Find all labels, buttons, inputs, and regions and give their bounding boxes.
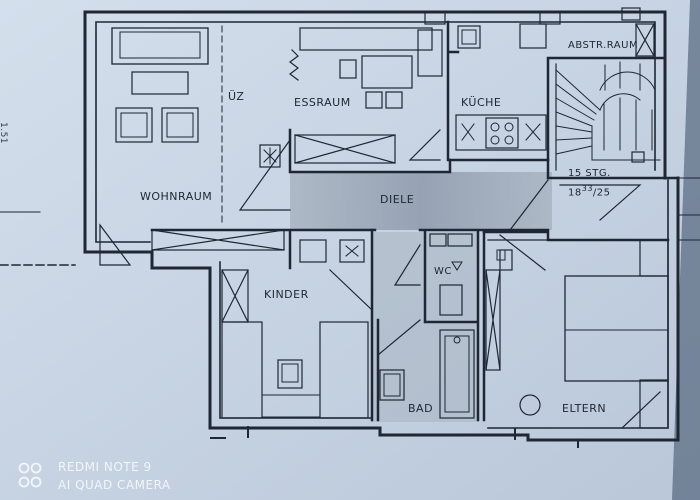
stair-wall xyxy=(546,56,680,180)
wc-toilet xyxy=(439,284,463,316)
stairs-dimension: 1833/25 xyxy=(568,184,611,198)
sofa-inner xyxy=(119,31,201,59)
door-swing-bad xyxy=(377,319,421,356)
kitchen-sink xyxy=(457,25,481,49)
sofa xyxy=(111,27,209,65)
stairs-count: 15 STG. xyxy=(568,168,611,179)
armchair-left-inner xyxy=(120,112,148,138)
watermark-camera: AI QUAD CAMERA xyxy=(58,478,171,492)
plant-wohnraum-mark xyxy=(263,147,277,165)
bad-tub-inner xyxy=(444,335,470,413)
kinder-bed xyxy=(319,321,369,419)
window-dining xyxy=(294,134,396,164)
kinder-plant xyxy=(345,245,359,257)
dining-curtain xyxy=(289,49,299,81)
eltern-bed xyxy=(564,275,669,382)
stove-burner-2 xyxy=(504,122,514,132)
dining-chair-1 xyxy=(339,59,357,79)
wc-triangle-mark xyxy=(451,261,463,271)
kitchen-mark-right xyxy=(525,123,541,141)
coffee-table xyxy=(131,71,189,95)
dining-table xyxy=(361,55,413,89)
diele-step-mark xyxy=(496,249,506,261)
bad-washstand xyxy=(379,369,405,401)
stairs-dimension-base: 18 xyxy=(568,187,582,199)
door-swing-wc xyxy=(393,244,421,286)
window-eltern xyxy=(485,269,501,371)
room-label-abstraum: ABSTR.RAUM xyxy=(568,40,639,51)
eltern-plant xyxy=(519,394,541,416)
room-label-kueche: KÜCHE xyxy=(461,96,502,109)
eltern-nightstand xyxy=(639,379,669,429)
door-swing-wohnraum xyxy=(238,139,291,211)
room-label-essraum: ESSRAUM xyxy=(294,96,351,109)
door-swing-eltern-bottom xyxy=(621,391,661,429)
wall-kitchen xyxy=(446,20,550,162)
wc-sink xyxy=(429,233,447,247)
armchair-right xyxy=(161,107,199,143)
outer-wall-inner-line xyxy=(95,21,669,429)
bad-tub-drain xyxy=(453,336,461,344)
kinder-rug xyxy=(261,394,321,418)
kitchen-mark-left xyxy=(461,123,475,141)
wc-cabinet xyxy=(447,233,473,247)
room-label-bad: BAD xyxy=(408,402,434,415)
kinder-plant-box xyxy=(339,239,365,263)
dining-bench xyxy=(417,29,443,77)
wall-dining-hall xyxy=(288,128,452,174)
stair-post xyxy=(631,151,645,163)
stove-burner-1 xyxy=(490,122,500,132)
abstraum-shelf xyxy=(539,11,561,25)
dining-chair-2 xyxy=(365,91,383,109)
window-wohnraum-bottom xyxy=(151,229,285,251)
staircase xyxy=(555,61,661,161)
hall-shading xyxy=(290,172,552,230)
door-swing-eltern xyxy=(499,234,546,271)
dining-chair-3 xyxy=(385,91,403,109)
kitchen-fridge xyxy=(519,23,547,49)
top-chimney xyxy=(424,11,446,25)
room-label-eltern: ELTERN xyxy=(562,402,607,415)
room-label-wc: WC xyxy=(434,266,452,277)
room-label-wohnraum: WOHNRAUM xyxy=(140,190,213,203)
stairs-dimension-tail: /25 xyxy=(592,187,611,199)
wall-wohnraum-left xyxy=(99,223,132,266)
eltern-wardrobe xyxy=(639,239,669,277)
stairs-dimension-sup: 33 xyxy=(581,184,593,193)
kitchen-sink-basin xyxy=(461,29,477,45)
camera-logo-icon xyxy=(18,462,42,488)
armchair-right-inner xyxy=(166,112,194,138)
door-swing-stairs xyxy=(559,184,642,221)
kinder-chair-inner xyxy=(281,363,299,383)
dining-sideboard xyxy=(299,27,433,51)
stove-burner-3 xyxy=(490,135,500,145)
room-label-kinder: KINDER xyxy=(264,288,309,301)
bottom-right-stub xyxy=(514,428,579,448)
door-swing-kueche xyxy=(408,129,441,161)
room-label-uez: ÜZ xyxy=(228,90,245,103)
watermark-model: REDMI NOTE 9 xyxy=(58,460,152,474)
right-outside-line xyxy=(679,177,700,241)
armchair-left xyxy=(115,107,153,143)
kinder-wardrobe xyxy=(221,321,263,419)
bad-tub xyxy=(439,329,475,419)
door-swing-diele-right xyxy=(509,179,549,231)
bad-washstand-inner xyxy=(383,373,401,397)
door-swing-kinder xyxy=(329,269,373,312)
kinder-chair xyxy=(277,359,303,389)
window-abstraum xyxy=(635,23,655,57)
plant-wohnraum xyxy=(259,144,281,168)
kitchen-stove xyxy=(485,117,519,149)
room-label-diele: DIELE xyxy=(380,193,415,206)
margin-mark: 1.51 xyxy=(0,121,9,145)
wall-kinder-bad xyxy=(370,228,380,422)
kinder-desk xyxy=(299,239,327,263)
kitchen-counter xyxy=(455,114,547,151)
stove-burner-4 xyxy=(504,135,514,145)
top-right-box xyxy=(621,7,641,21)
